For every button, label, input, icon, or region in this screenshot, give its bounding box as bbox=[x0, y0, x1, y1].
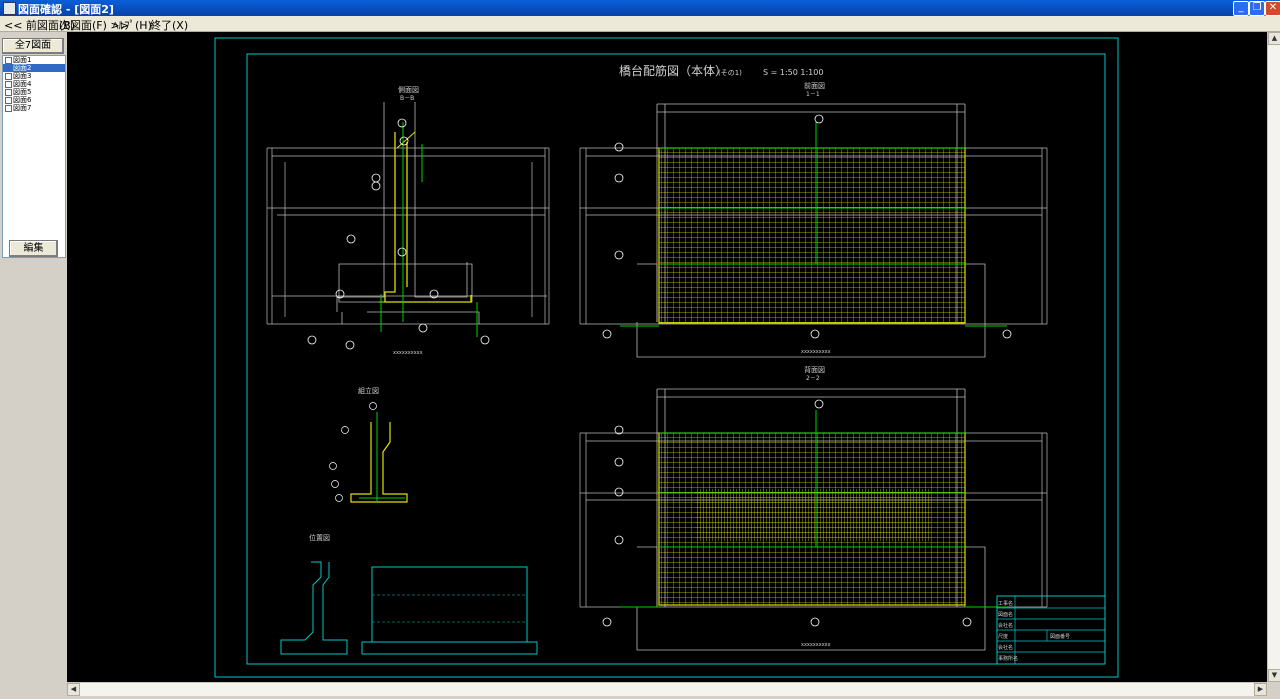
svg-text:図面番号: 図面番号 bbox=[1050, 633, 1070, 640]
page-icon bbox=[5, 96, 12, 104]
scale-label: S = 1:50 1:100 bbox=[763, 68, 823, 77]
svg-text:図面名: 図面名 bbox=[998, 611, 1013, 618]
scroll-down-icon[interactable]: ▼ bbox=[1268, 669, 1280, 682]
page-icon bbox=[5, 104, 12, 112]
side-view-sublabel: B－B bbox=[400, 95, 414, 102]
list-item[interactable]: 図面1 bbox=[3, 56, 65, 64]
list-item[interactable]: 図面3 bbox=[3, 72, 65, 80]
svg-text:xxxxxxxxxx: xxxxxxxxxx bbox=[801, 349, 831, 355]
svg-text:事務所名: 事務所名 bbox=[998, 655, 1018, 662]
list-item[interactable]: 図面4 bbox=[3, 80, 65, 88]
list-item[interactable]: 図面2 bbox=[3, 64, 65, 72]
assembly-view-label: 組立図 bbox=[358, 386, 379, 395]
drawing-canvas[interactable]: 橋台配筋図（本体） (その1) S = 1:50 1:100 側面図 B－B x… bbox=[67, 32, 1267, 682]
vertical-scrollbar[interactable]: ▲ ▼ bbox=[1267, 32, 1280, 682]
location-view-label: 位置図 bbox=[309, 533, 330, 542]
svg-text:尺度: 尺度 bbox=[998, 633, 1008, 640]
title-bar: 図面確認 - [図面2] _ ❐ ✕ bbox=[0, 0, 1280, 16]
horizontal-scrollbar[interactable]: ◀ ▶ bbox=[67, 682, 1267, 696]
window-title: 図面確認 - [図面2] bbox=[18, 3, 114, 16]
svg-text:工事名: 工事名 bbox=[998, 600, 1013, 607]
sheet-outer-frame bbox=[214, 37, 1119, 678]
page-icon bbox=[5, 72, 12, 80]
sheet-note: (その1) bbox=[718, 69, 742, 77]
minimize-button[interactable]: _ bbox=[1233, 1, 1249, 16]
list-item[interactable]: 図面5 bbox=[3, 88, 65, 96]
drawing-title: 橋台配筋図（本体） bbox=[619, 63, 727, 78]
app-icon bbox=[3, 2, 16, 15]
menu-exit[interactable]: 終了(X) bbox=[150, 19, 189, 32]
svg-text:会社名: 会社名 bbox=[998, 622, 1013, 629]
front-rebar-mesh bbox=[658, 147, 966, 324]
sidebar: 全7図面 図面1 図面2 図面3 図面4 図面5 図面6 図面7 編集 bbox=[0, 32, 66, 699]
close-button[interactable]: ✕ bbox=[1265, 1, 1280, 16]
back-dense-mesh bbox=[695, 489, 931, 541]
title-block: 工事名 図面名 会社名 尺度 会社名 事務所名 図面番号 bbox=[996, 595, 1106, 665]
menu-bar: << 前図面(B) 次図面(F) >> ﾍﾙﾌﾟ(H) 終了(X) bbox=[0, 16, 1280, 32]
menu-prev-drawing[interactable]: << 前図面(B) bbox=[4, 19, 76, 32]
svg-text:xxxxxxxxxx: xxxxxxxxxx bbox=[801, 642, 831, 648]
back-view-sublabel: 2－2 bbox=[806, 375, 820, 382]
cad-drawing: 橋台配筋図（本体） (その1) S = 1:50 1:100 側面図 B－B x… bbox=[214, 37, 1119, 678]
list-item[interactable]: 図面7 bbox=[3, 104, 65, 112]
side-view: 側面図 B－B xxxxxxxxxx bbox=[266, 85, 550, 356]
menu-help[interactable]: ﾍﾙﾌﾟ(H) bbox=[113, 19, 152, 32]
page-icon bbox=[5, 88, 12, 96]
page-icon bbox=[5, 64, 12, 72]
location-view: 位置図 bbox=[280, 533, 538, 655]
front-view: 前面図 1－1 xxxxxxxxxx bbox=[579, 81, 1048, 358]
page-icon bbox=[5, 56, 12, 64]
svg-text:会社名: 会社名 bbox=[998, 644, 1013, 651]
maximize-button[interactable]: ❐ bbox=[1249, 1, 1265, 16]
scroll-up-icon[interactable]: ▲ bbox=[1268, 32, 1280, 45]
list-item[interactable]: 図面6 bbox=[3, 96, 65, 104]
svg-text:xxxxxxxxxx: xxxxxxxxxx bbox=[393, 350, 423, 356]
drawing-list[interactable]: 図面1 図面2 図面3 図面4 図面5 図面6 図面7 bbox=[2, 55, 66, 258]
page-icon bbox=[5, 80, 12, 88]
back-view: 背面図 2－2 xxxxxxxxxx bbox=[579, 365, 1048, 651]
front-view-label: 前面図 bbox=[804, 81, 825, 90]
scroll-left-icon[interactable]: ◀ bbox=[67, 683, 80, 696]
assembly-view: 組立図 bbox=[329, 386, 408, 503]
edit-button[interactable]: 編集 bbox=[9, 240, 58, 257]
back-view-label: 背面図 bbox=[804, 365, 825, 374]
scroll-right-icon[interactable]: ▶ bbox=[1254, 683, 1267, 696]
side-view-label: 側面図 bbox=[398, 85, 419, 94]
menu-next-drawing[interactable]: 次図面(F) >> bbox=[59, 19, 129, 32]
sheet-inner-frame bbox=[246, 53, 1106, 665]
all-drawings-button[interactable]: 全7図面 bbox=[2, 38, 64, 54]
front-view-sublabel: 1－1 bbox=[806, 91, 820, 98]
